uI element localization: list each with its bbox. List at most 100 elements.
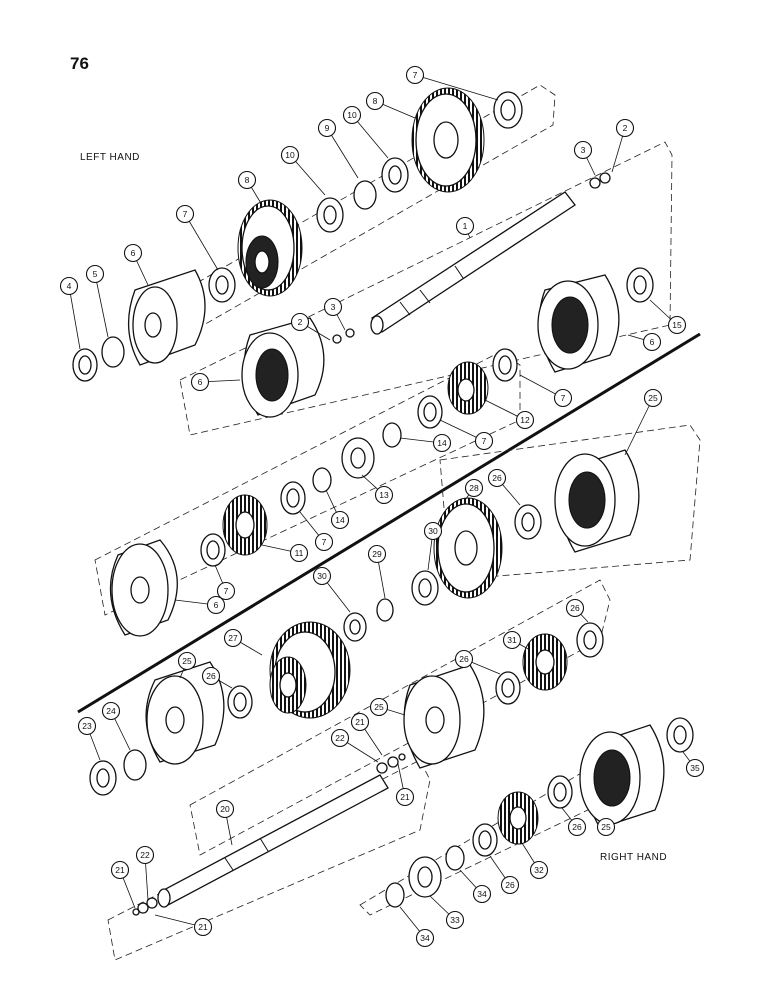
svg-text:21: 21 bbox=[400, 792, 410, 802]
callout-21: 21 bbox=[350, 712, 383, 756]
callout-13: 13 bbox=[361, 474, 394, 505]
bearing-26-upper-right bbox=[576, 622, 604, 658]
bearing-30-b bbox=[343, 612, 367, 642]
svg-text:26: 26 bbox=[505, 880, 515, 890]
callout-26: 26 bbox=[565, 598, 589, 623]
callout-31: 31 bbox=[502, 630, 531, 651]
ring-14-a bbox=[312, 467, 332, 493]
upper-left-group-outline bbox=[149, 84, 556, 351]
callout-22: 22 bbox=[135, 845, 155, 901]
svg-text:9: 9 bbox=[325, 123, 330, 133]
svg-text:14: 14 bbox=[335, 515, 345, 525]
clutch-drum-6-lower bbox=[109, 539, 178, 637]
svg-text:34: 34 bbox=[477, 889, 487, 899]
gear-32 bbox=[497, 791, 539, 845]
callout-34: 34 bbox=[399, 906, 435, 948]
callout-7: 7 bbox=[439, 419, 494, 451]
svg-text:3: 3 bbox=[331, 302, 336, 312]
svg-text:6: 6 bbox=[650, 337, 655, 347]
svg-text:27: 27 bbox=[228, 633, 238, 643]
callout-2: 2 bbox=[611, 118, 635, 173]
left-hand-label: LEFT HAND bbox=[80, 152, 140, 163]
callout-21: 21 bbox=[395, 763, 415, 807]
gear-12 bbox=[447, 361, 489, 415]
svg-text:7: 7 bbox=[561, 393, 566, 403]
bearing-7-top bbox=[493, 91, 523, 129]
svg-text:22: 22 bbox=[335, 733, 345, 743]
bearing-7-lower-b bbox=[280, 481, 306, 515]
gear-11 bbox=[222, 494, 268, 556]
svg-text:26: 26 bbox=[459, 654, 469, 664]
callout-10: 10 bbox=[280, 145, 326, 196]
svg-text:6: 6 bbox=[214, 600, 219, 610]
callout-26: 26 bbox=[561, 807, 587, 837]
callout-29: 29 bbox=[367, 544, 387, 599]
bearing-26-top bbox=[514, 504, 542, 540]
svg-text:6: 6 bbox=[198, 377, 203, 387]
gear-27 bbox=[269, 621, 351, 719]
bearing-26-left bbox=[227, 685, 253, 719]
callout-2: 2 bbox=[290, 312, 331, 341]
seal-15 bbox=[626, 267, 654, 303]
svg-text:6: 6 bbox=[131, 248, 136, 258]
page-number: 76 bbox=[70, 54, 89, 73]
callout-7: 7 bbox=[519, 374, 573, 408]
svg-text:7: 7 bbox=[183, 209, 188, 219]
callout-26: 26 bbox=[489, 855, 520, 895]
bearing-26-mid bbox=[495, 671, 521, 705]
shaft-20 bbox=[157, 774, 389, 908]
snap-rings-upper bbox=[332, 172, 611, 344]
callout-22: 22 bbox=[330, 728, 379, 763]
callout-14: 14 bbox=[325, 489, 350, 530]
svg-text:35: 35 bbox=[690, 763, 700, 773]
svg-text:26: 26 bbox=[206, 671, 216, 681]
upper-shaft-group-outline bbox=[179, 141, 673, 436]
ring-34-a bbox=[445, 845, 465, 871]
svg-text:15: 15 bbox=[672, 320, 682, 330]
callout-14: 14 bbox=[399, 433, 452, 453]
svg-text:21: 21 bbox=[355, 717, 365, 727]
gear-31 bbox=[522, 633, 568, 691]
callout-6: 6 bbox=[123, 243, 149, 286]
callout-7: 7 bbox=[405, 65, 499, 101]
callout-25: 25 bbox=[369, 697, 406, 717]
callout-21: 21 bbox=[154, 914, 213, 937]
bearing-7-upper bbox=[208, 267, 236, 303]
svg-text:23: 23 bbox=[82, 721, 92, 731]
callout-30: 30 bbox=[423, 521, 443, 571]
svg-text:25: 25 bbox=[601, 822, 611, 832]
svg-text:12: 12 bbox=[520, 415, 530, 425]
svg-text:26: 26 bbox=[492, 473, 502, 483]
svg-text:30: 30 bbox=[317, 571, 327, 581]
svg-text:8: 8 bbox=[245, 175, 250, 185]
svg-text:3: 3 bbox=[581, 145, 586, 155]
svg-text:5: 5 bbox=[93, 269, 98, 279]
callout-8: 8 bbox=[365, 91, 416, 119]
callout-26: 26 bbox=[201, 666, 233, 689]
bearing-4 bbox=[72, 348, 98, 382]
callout-25: 25 bbox=[177, 651, 197, 679]
spacer-9 bbox=[353, 180, 377, 210]
svg-text:28: 28 bbox=[469, 483, 479, 493]
callout-9: 9 bbox=[317, 118, 359, 179]
clutch-drum-25-top bbox=[554, 449, 640, 553]
svg-text:14: 14 bbox=[437, 438, 447, 448]
ring-34-b bbox=[385, 882, 405, 908]
bearing-7-lower-a bbox=[200, 533, 226, 567]
bearing-10-a bbox=[316, 197, 344, 233]
bearing-7-mid-a bbox=[492, 348, 518, 382]
gear-8-left bbox=[237, 199, 303, 297]
gear-28 bbox=[433, 497, 503, 599]
callout-25: 25 bbox=[596, 817, 616, 837]
callout-3: 3 bbox=[323, 297, 346, 331]
bearing-7-mid-b bbox=[417, 395, 443, 429]
bearing-13 bbox=[341, 437, 375, 479]
callout-6: 6 bbox=[174, 595, 226, 615]
callout-33: 33 bbox=[429, 895, 465, 930]
callout-7: 7 bbox=[299, 511, 334, 552]
svg-text:25: 25 bbox=[182, 656, 192, 666]
callout-26: 26 bbox=[454, 649, 501, 675]
callout-26: 26 bbox=[487, 468, 521, 506]
callout-34: 34 bbox=[459, 869, 492, 904]
